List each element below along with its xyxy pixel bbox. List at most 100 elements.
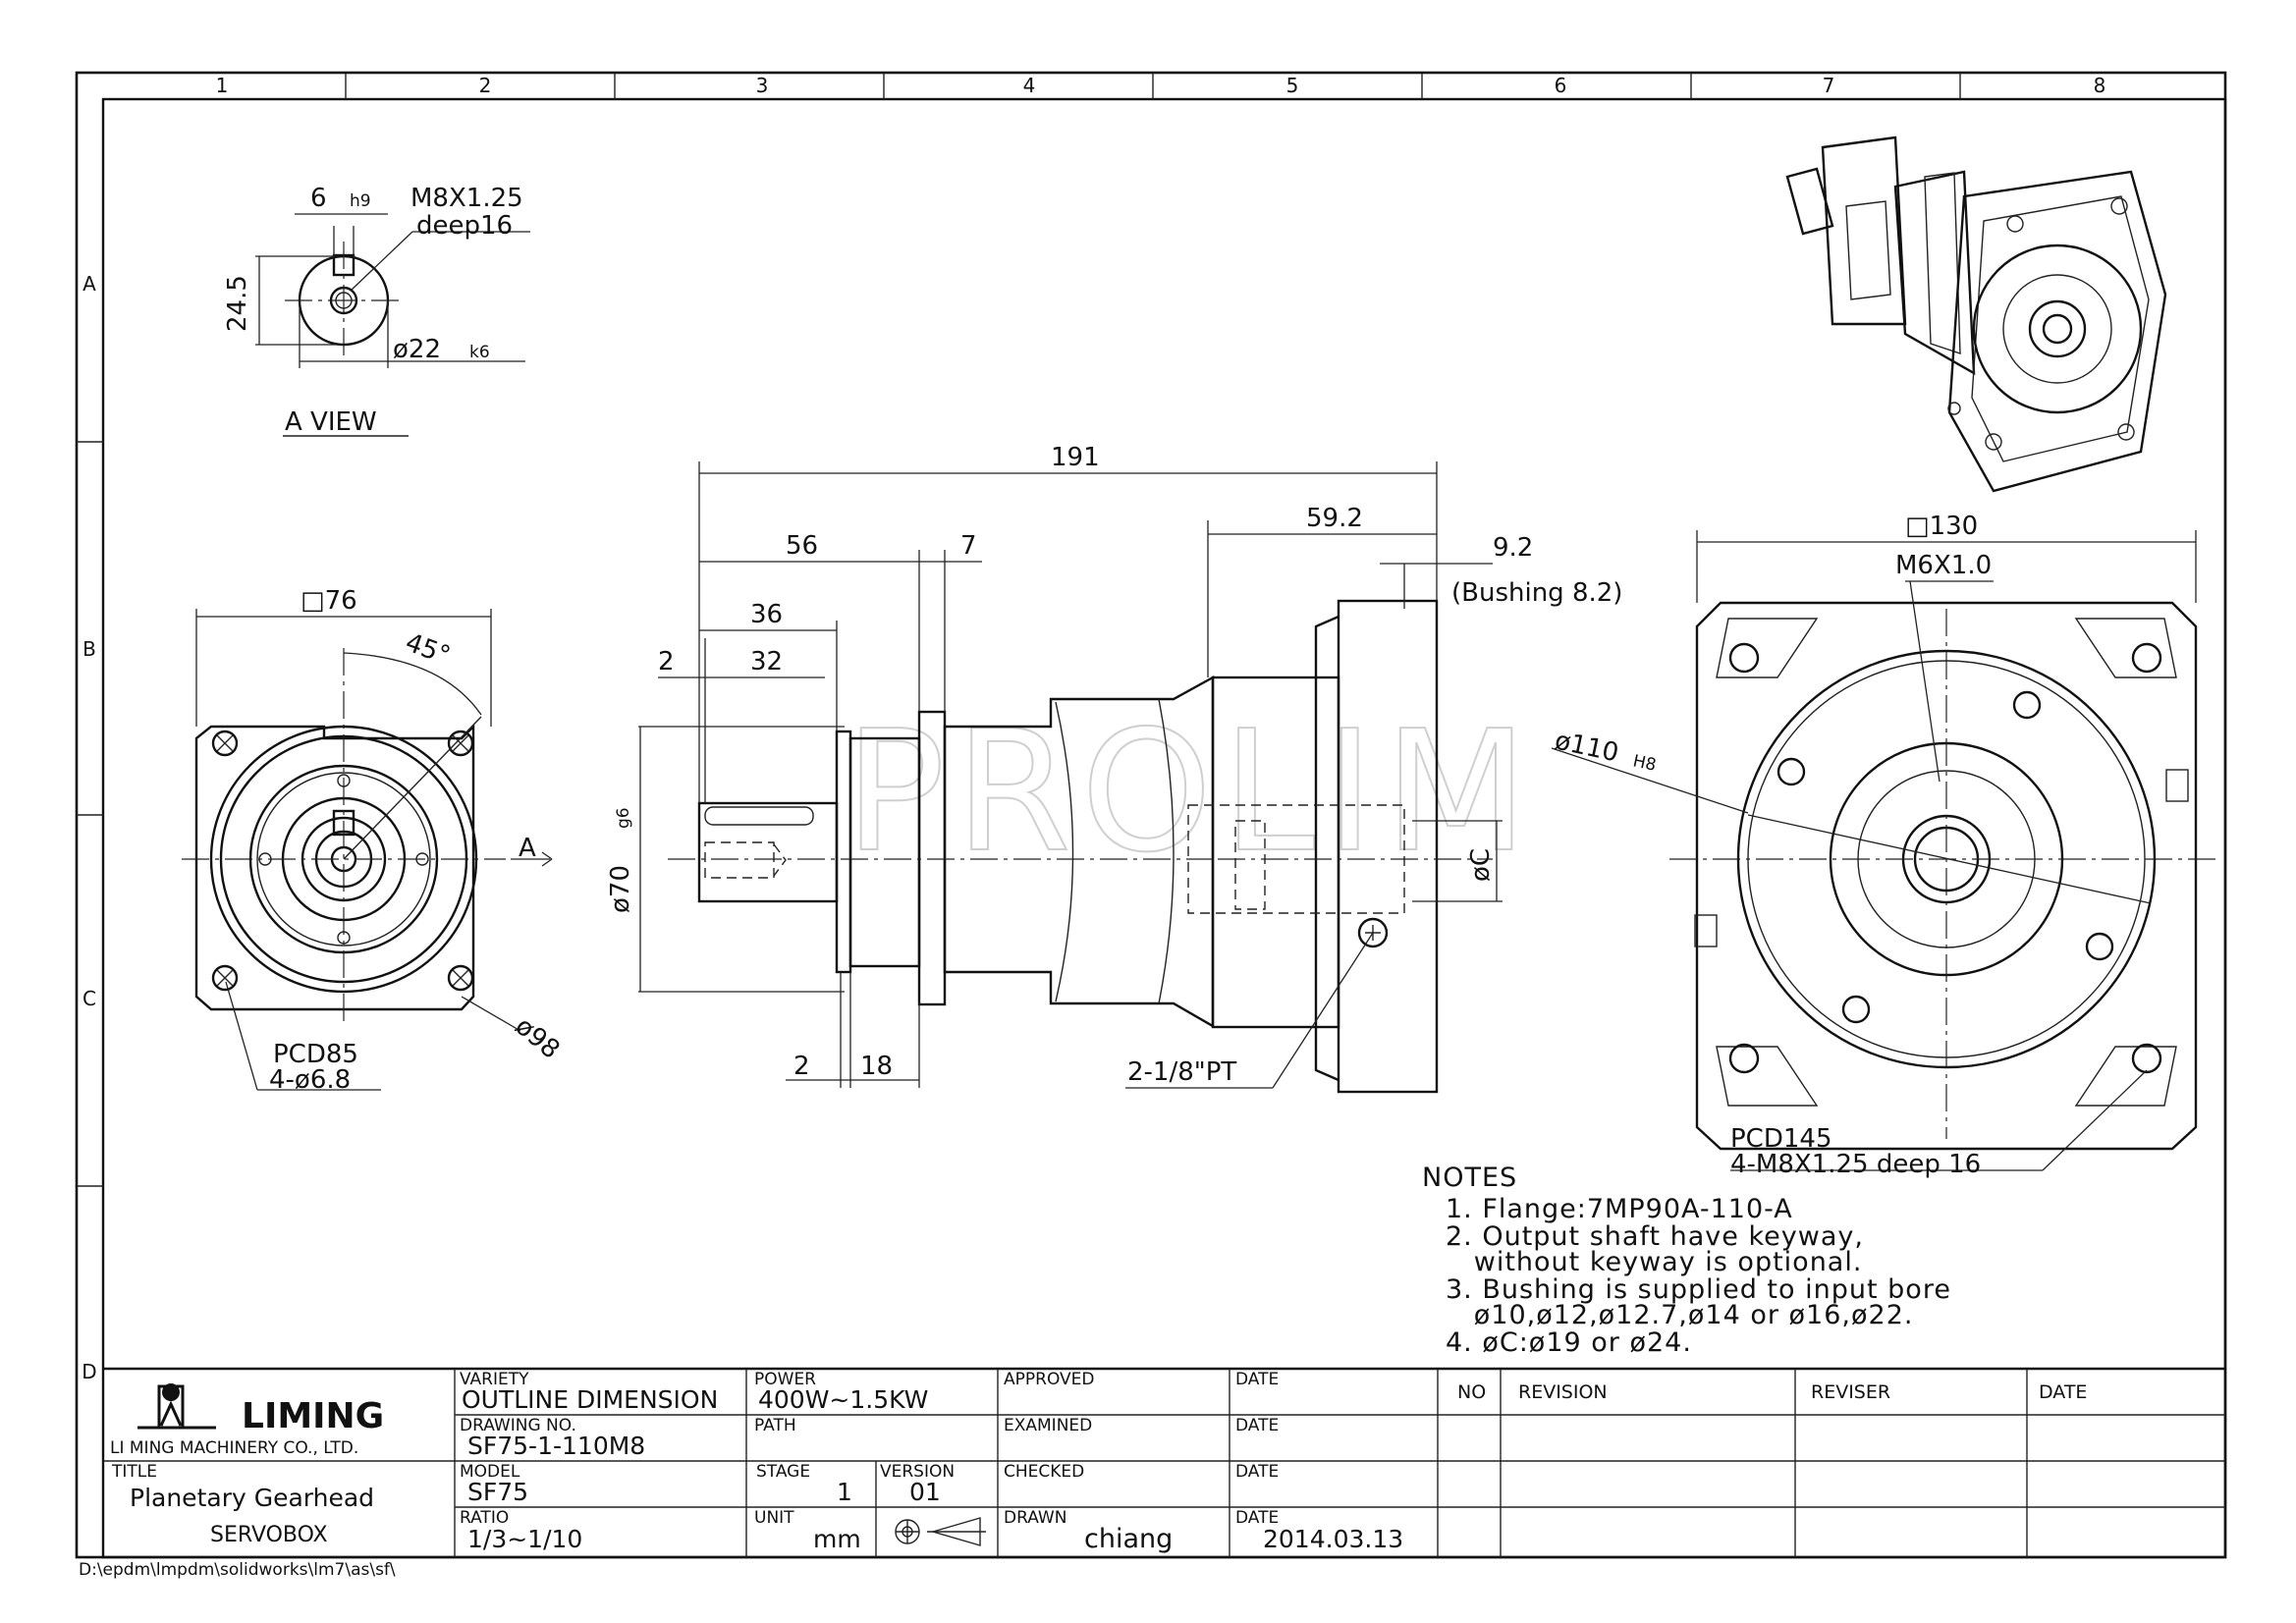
rev-revision-header: REVISION <box>1518 1381 1608 1403</box>
approved-date-label: DATE <box>1235 1370 1279 1389</box>
motor-thread-dim: M6X1.0 <box>1895 551 1992 580</box>
outer-dia-dim: ø98 <box>510 1011 566 1064</box>
output-end-view <box>182 609 553 1091</box>
note-line-5: ø10,ø12,ø12.7,ø14 or ø16,ø22. <box>1446 1300 1913 1330</box>
drawn-value: chiang <box>1084 1524 1173 1554</box>
pilot-tol-dim: g6 <box>614 807 633 829</box>
overall-length-dim: 191 <box>1051 443 1100 472</box>
title-line-2: SERVOBOX <box>210 1523 328 1547</box>
path-label: PATH <box>754 1416 796 1435</box>
view-a-arrow-label: A <box>519 834 536 863</box>
dim-7: 7 <box>960 531 977 561</box>
zone-col-6: 6 <box>1555 74 1567 97</box>
dim-2-bottom: 2 <box>793 1052 810 1081</box>
dim-59-2: 59.2 <box>1306 504 1363 533</box>
note-line-1: 1. Flange:7MP90A-110-A <box>1446 1194 1793 1224</box>
bolt-holes-dim: 4-ø6.8 <box>269 1065 351 1095</box>
dim-36: 36 <box>750 600 783 629</box>
side-view-labels: 191 56 7 36 2 32 59.2 9.2 (Bushing 8.2) … <box>606 443 1622 1087</box>
drawn-label: DRAWN <box>1004 1508 1066 1528</box>
title-label: TITLE <box>111 1462 157 1482</box>
side-view <box>668 599 1493 1094</box>
zone-col-2: 2 <box>479 74 492 97</box>
examined-date-label: DATE <box>1235 1416 1279 1435</box>
examined-label: EXAMINED <box>1004 1416 1092 1435</box>
zone-labels: 1 2 3 4 5 6 7 8 A B C D <box>82 74 2105 1383</box>
title-line-1: Planetary Gearhead <box>130 1484 374 1512</box>
dim-32: 32 <box>750 647 783 676</box>
key-width-dim: 6 <box>310 184 327 213</box>
dim-18: 18 <box>860 1052 893 1081</box>
rev-no-header: NO <box>1457 1381 1486 1403</box>
ratio-value: 1/3~1/10 <box>467 1525 582 1553</box>
variety-value: OUTLINE DIMENSION <box>462 1385 718 1414</box>
input-end-view <box>1551 530 2219 1171</box>
drawn-date-value: 2014.03.13 <box>1263 1525 1403 1553</box>
version-label: VERSION <box>880 1462 955 1482</box>
notes-block: NOTES 1. Flange:7MP90A-110-A 2. Output s… <box>1422 1163 1950 1358</box>
zone-col-3: 3 <box>756 74 769 97</box>
shaft-height-dim: 24.5 <box>223 275 252 332</box>
drawing-no-label: DRAWING NO. <box>460 1416 576 1435</box>
power-value: 400W~1.5KW <box>758 1385 928 1414</box>
stage-value: 1 <box>837 1478 852 1506</box>
note-line-3: without keyway is optional. <box>1446 1247 1862 1277</box>
stage-label: STAGE <box>756 1462 810 1482</box>
company-logo <box>137 1383 216 1430</box>
input-bore-dim: øC <box>1466 848 1496 882</box>
ratio-label: RATIO <box>460 1508 509 1528</box>
checked-label: CHECKED <box>1004 1462 1084 1482</box>
side-view-dimensions <box>638 461 1503 1089</box>
drawing-no-value: SF75-1-110M8 <box>467 1432 645 1460</box>
pilot-dia-dim: ø70 <box>606 865 635 913</box>
company-name: LI MING MACHINERY CO., LTD. <box>110 1438 358 1458</box>
watermark: PROLIM <box>845 695 1538 890</box>
pt-port-dim: 2-1/8"PT <box>1127 1057 1236 1087</box>
rev-reviser-header: REVISER <box>1811 1381 1890 1403</box>
zone-row-d: D <box>82 1360 96 1383</box>
flange-square-dim: □76 <box>301 586 357 616</box>
unit-label: UNIT <box>754 1508 794 1528</box>
file-path: D:\epdm\lmpdm\solidworks\lm7\as\sf\ <box>79 1560 396 1580</box>
zone-col-8: 8 <box>2094 74 2106 97</box>
notes-heading: NOTES <box>1422 1163 1517 1193</box>
version-value: 01 <box>909 1478 941 1506</box>
zone-col-1: 1 <box>216 74 229 97</box>
zone-col-5: 5 <box>1286 74 1299 97</box>
shaft-tol-dim: k6 <box>469 343 490 362</box>
rev-date-header: DATE <box>2039 1381 2087 1403</box>
pcd85-dim: PCD85 <box>273 1040 358 1069</box>
zone-col-4: 4 <box>1023 74 1036 97</box>
bushing-note: (Bushing 8.2) <box>1451 578 1622 608</box>
a-view-title: A VIEW <box>285 407 377 437</box>
zone-row-c: C <box>82 987 96 1010</box>
title-block: LIMING LI MING MACHINERY CO., LTD. TITLE… <box>103 1367 2225 1557</box>
sheet-frame <box>75 71 2227 1559</box>
motor-bore-dim: ø110 <box>1553 727 1621 769</box>
note-line-2: 2. Output shaft have keyway, <box>1446 1221 1864 1252</box>
shaft-dia-dim: ø22 <box>393 335 441 364</box>
zone-row-a: A <box>82 272 96 296</box>
a-view-labels: 6 h9 M8X1.25 deep16 24.5 ø22 k6 A VIEW <box>223 184 523 437</box>
projection-symbol <box>895 1517 986 1546</box>
dim-56: 56 <box>786 531 818 561</box>
checked-date-label: DATE <box>1235 1462 1279 1482</box>
shaft-thread-depth: deep16 <box>416 211 513 241</box>
key-tol-dim: h9 <box>350 191 371 211</box>
isometric-view <box>1785 135 2167 493</box>
motor-holes-dim: 4-M8X1.25 deep 16 <box>1730 1150 1981 1179</box>
approved-label: APPROVED <box>1004 1370 1095 1389</box>
note-line-6: 4. øC:ø19 or ø24. <box>1446 1327 1692 1358</box>
zone-row-b: B <box>82 637 96 661</box>
variety-label: VARIETY <box>460 1370 529 1389</box>
unit-value: mm <box>813 1525 861 1553</box>
company-brand: LIMING <box>242 1396 384 1436</box>
zone-col-7: 7 <box>1823 74 1835 97</box>
dim-9-2: 9.2 <box>1493 533 1533 563</box>
a-view <box>255 213 530 437</box>
model-label: MODEL <box>460 1462 520 1482</box>
drawn-date-label: DATE <box>1235 1508 1279 1528</box>
output-end-labels: □76 45° A ø98 PCD85 4-ø6.8 <box>269 586 565 1095</box>
dim-2-top: 2 <box>658 647 675 676</box>
